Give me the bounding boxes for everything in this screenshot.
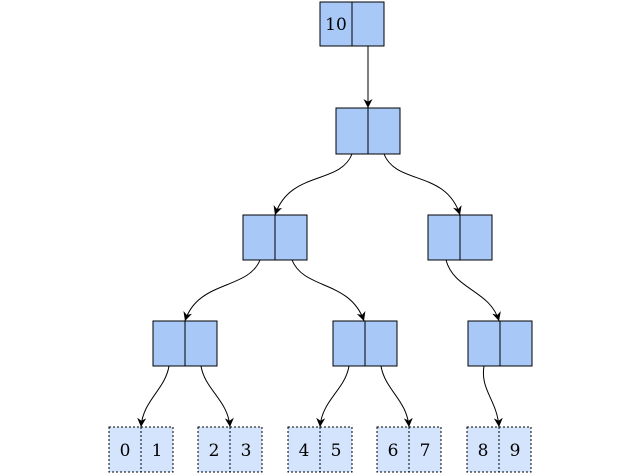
edge-left-to-leftright: [291, 259, 366, 322]
leaf-8-9-right-cell: [498, 426, 532, 473]
edges: [137, 46, 503, 428]
level2-right-node-left-cell: [427, 214, 461, 261]
level2-left-node-right-cell: [274, 214, 308, 261]
edge-level1-to-left: [273, 153, 353, 216]
root-node-value: 10: [325, 15, 347, 35]
level3-node-c: [467, 320, 533, 367]
level3-node-a: [152, 320, 218, 367]
leaf-value: 1: [152, 441, 163, 461]
root-node: 10: [319, 1, 385, 47]
level3-node-b: [332, 320, 398, 367]
leaf-2-3-left-cell: [197, 426, 231, 473]
level3-node-a-left-cell: [152, 320, 186, 367]
leaf-4-5-right-cell: [319, 426, 353, 473]
leaf-node-6-7: 6 7: [376, 426, 442, 473]
leaf-value: 8: [478, 441, 489, 461]
leaf-value: 3: [241, 441, 252, 461]
level2-left-node: [242, 214, 308, 261]
leaf-0-1-right-cell: [140, 426, 174, 473]
root-node-left-cell: [319, 1, 353, 47]
level3-node-c-right-cell: [499, 320, 533, 367]
leaf-value: 2: [209, 441, 220, 461]
edge-to-leaf-0-1: [137, 365, 170, 428]
edge-right-to-rightright: [445, 259, 501, 322]
leaf-value: 0: [120, 441, 131, 461]
leaf-node-2-3: 2 3: [197, 426, 263, 473]
edge-to-leaf-8-9: [482, 365, 503, 428]
edge-to-leaf-6-7: [380, 365, 413, 428]
level2-left-node-left-cell: [242, 214, 276, 261]
leaf-node-8-9: 8 9: [466, 426, 532, 473]
edge-level1-to-right: [383, 153, 462, 216]
level3-node-c-left-cell: [467, 320, 501, 367]
level3-node-b-left-cell: [332, 320, 366, 367]
level3-node-b-right-cell: [364, 320, 398, 367]
level1-node-left-cell: [335, 107, 369, 155]
edge-to-leaf-4-5: [316, 365, 350, 428]
leaf-node-0-1: 0 1: [108, 426, 174, 473]
leaf-6-7-left-cell: [376, 426, 410, 473]
leaf-value: 6: [388, 441, 399, 461]
leaf-0-1-left-cell: [108, 426, 142, 473]
leaf-value: 9: [510, 441, 521, 461]
leaf-node-4-5: 4 5: [287, 426, 353, 473]
leaf-4-5-left-cell: [287, 426, 321, 473]
level1-node-right-cell: [367, 107, 401, 155]
edge-to-leaf-2-3: [200, 365, 234, 428]
edge-left-to-leftleft: [183, 259, 261, 322]
level1-node: [335, 107, 401, 155]
root-node-right-cell: [351, 1, 385, 47]
level2-right-node: [427, 214, 493, 261]
leaf-value: 4: [299, 441, 310, 461]
leaf-2-3-right-cell: [229, 426, 263, 473]
leaf-6-7-right-cell: [408, 426, 442, 473]
level2-right-node-right-cell: [459, 214, 493, 261]
level3-node-a-right-cell: [184, 320, 218, 367]
leaf-value: 5: [331, 441, 342, 461]
leaf-value: 7: [420, 441, 431, 461]
leaf-8-9-left-cell: [466, 426, 500, 473]
